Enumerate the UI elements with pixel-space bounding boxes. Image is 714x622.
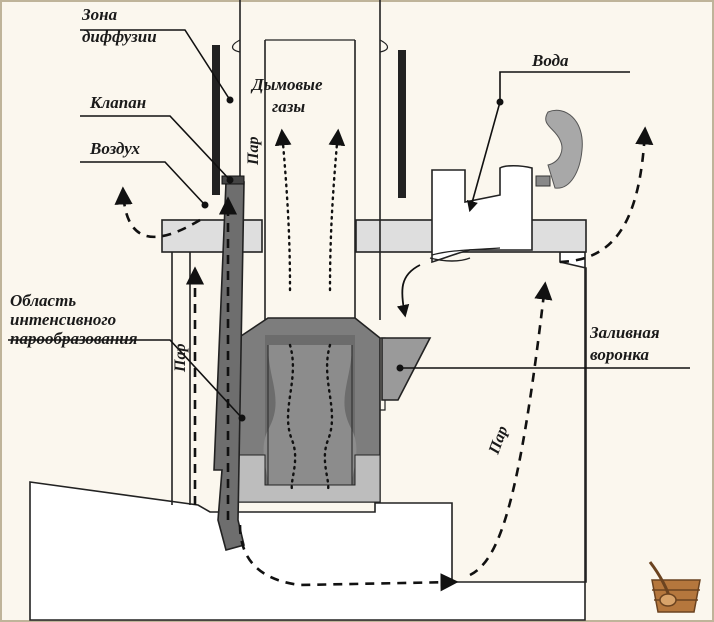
label-diffusion-1: Зона [81,5,118,24]
funnel [381,337,432,401]
water-tank [431,164,533,264]
leader-air [80,161,206,206]
air-arrow [114,186,201,238]
stove-body [29,251,587,621]
label-evap-2: интенсивного [10,310,116,329]
steam-arrow-rising [469,281,553,577]
label-steam-left: Пар [172,344,189,373]
label-funnel-2: воронка [590,345,650,364]
top-plate-left [161,219,263,253]
label-diffusion-2: диффузии [82,27,157,46]
steam-arrow-out [559,126,654,264]
leader-water [467,71,630,213]
label-flue-1: Дымовые [250,75,323,94]
label-funnel-1: Заливная [589,323,660,342]
label-evap-1: Область [10,291,76,310]
water-flow-arrow [396,264,421,318]
flue-gas-arrow-left [274,128,292,292]
bucket-ladle-icon [648,561,701,613]
label-evap-3: парообразования [10,329,138,348]
steam-pipe [213,181,245,551]
label-flue-2: газы [272,97,305,116]
flue-gas-arrow-right [328,128,346,292]
casing-bar-right [398,50,406,198]
label-water: Вода [531,51,569,70]
chimney-inner [264,40,356,320]
steam-arrow-bottom [238,524,459,592]
leader-evaporation [8,339,243,419]
ladle-icon [545,109,583,189]
label-valve: Клапан [89,93,146,112]
leader-diffusion [80,29,231,101]
label-air: Воздух [89,139,141,158]
leader-valve [80,115,231,181]
label-steam-top: Пар [245,137,262,166]
casing-bar-left [212,45,220,195]
outer-casing [171,252,191,505]
